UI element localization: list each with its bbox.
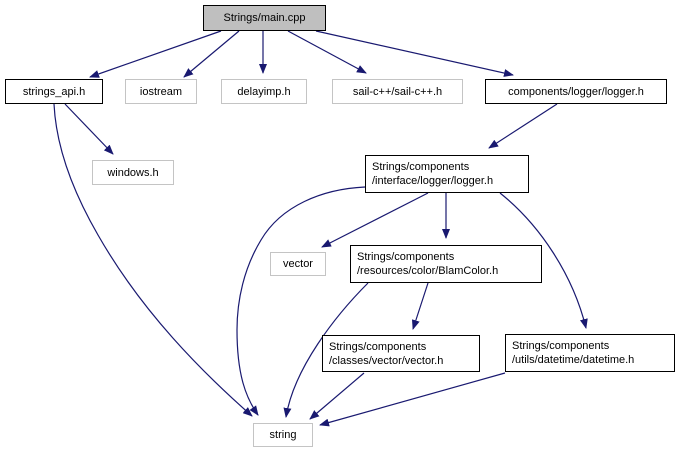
edge-main-cpp-to-components-logger-h — [315, 30, 514, 77]
edge-strings-api-h-to-windows-h — [64, 103, 114, 155]
edge-datetime-h-to-string — [319, 372, 506, 427]
edge-main-cpp-to-sail-cpp-h — [287, 30, 367, 74]
node-sail-cpp-h: sail-c++/sail-c++.h — [332, 79, 463, 104]
node-delayimp-h: delayimp.h — [221, 79, 307, 104]
edge-main-cpp-to-iostream — [183, 30, 240, 78]
node-vector: vector — [270, 252, 326, 276]
node-windows-h: windows.h — [92, 160, 174, 185]
edge-blamcolor-h-to-string — [283, 282, 369, 418]
node-datetime-h[interactable]: Strings/components /utils/datetime/datet… — [505, 334, 675, 372]
edge-main-cpp-to-strings-api-h — [89, 30, 222, 78]
node-main-cpp: Strings/main.cpp — [203, 5, 326, 31]
node-blamcolor-h[interactable]: Strings/components /resources/color/Blam… — [350, 245, 542, 283]
edge-interface-logger-h-to-string — [236, 186, 366, 416]
node-classes-vector-h[interactable]: Strings/components /classes/vector/vecto… — [322, 335, 480, 372]
node-string: string — [253, 423, 313, 447]
node-interface-logger-h[interactable]: Strings/components /interface/logger/log… — [365, 155, 529, 193]
edge-components-logger-h-to-interface-logger-h — [488, 103, 558, 149]
node-components-logger-h[interactable]: components/logger/logger.h — [485, 79, 667, 104]
edge-strings-api-h-to-string — [53, 103, 253, 417]
node-strings-api-h[interactable]: strings_api.h — [5, 79, 103, 104]
edge-interface-logger-h-to-datetime-h — [499, 192, 588, 329]
edge-blamcolor-h-to-classes-vector-h — [411, 282, 429, 330]
edge-interface-logger-h-to-vector — [321, 192, 429, 248]
edge-classes-vector-h-to-string — [309, 372, 365, 420]
node-iostream: iostream — [125, 79, 197, 104]
